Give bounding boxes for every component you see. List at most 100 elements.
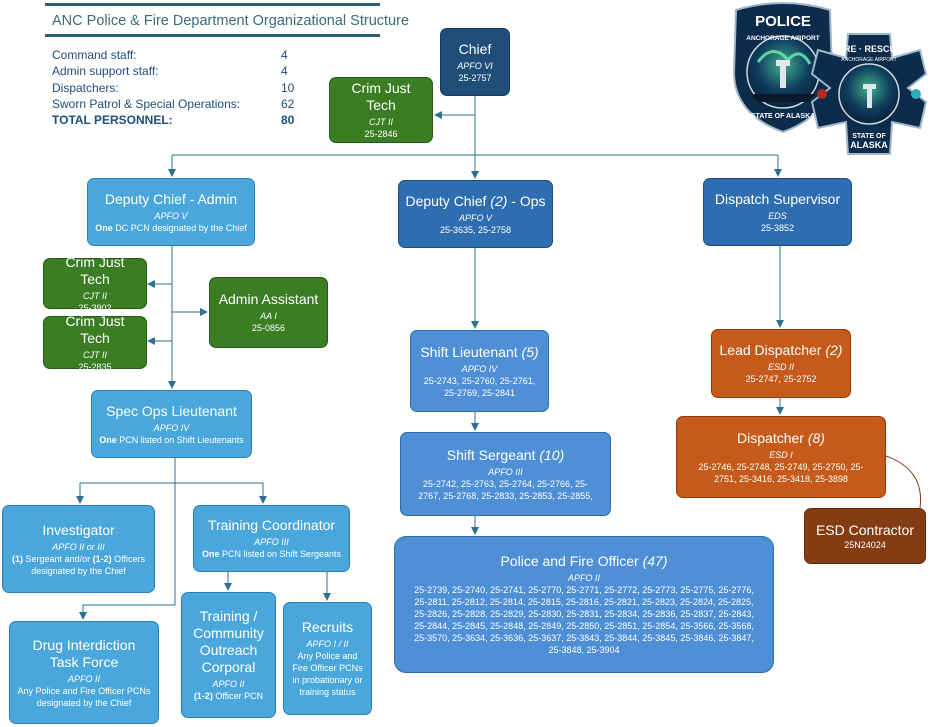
box-grade: APFO II: [67, 673, 100, 684]
box-title: Community: [193, 625, 264, 641]
box-grade: CJT II: [369, 117, 393, 127]
box-title: Crim Just Tech: [351, 80, 411, 113]
box-pcn: 25N24024: [844, 539, 886, 550]
box-pcn: 25-2747, 25-2752: [745, 374, 817, 384]
box-title: Recruits: [301, 619, 354, 635]
box-note: Any Police and Fire Officer PCNs: [17, 685, 151, 696]
note-text: DC PCN designated by the Chief: [112, 222, 247, 233]
stat-label: Command staff:: [52, 48, 137, 62]
box-title: Dispatcher (8): [737, 430, 825, 447]
box-pcn: 25-2757: [458, 72, 492, 83]
police-badge-logo: POLICE ANCHORAGE AIRPORT STATE OF ALASKA: [732, 2, 834, 134]
badge-text: STATE OF: [852, 133, 886, 140]
badge-text: FIRE · RESCUE: [836, 44, 902, 54]
box-title: Training Coordinator: [207, 517, 336, 533]
drug-interdiction-box[interactable]: Drug Interdiction Task Force APFO II Any…: [9, 621, 159, 724]
badge-text: POLICE: [755, 13, 811, 30]
box-pcn: 25-3902: [78, 302, 112, 313]
note-text: PCN listed on Shift Sergeants: [219, 549, 342, 559]
crim-just-tech-box[interactable]: Crim Just Tech CJT II 25-3902: [43, 254, 147, 313]
title-text: Lead Dispatcher: [719, 342, 826, 358]
box-note: (1) Sergeant and/or (1-2) Officers: [12, 553, 145, 565]
crim-just-tech-box[interactable]: Crim Just Tech CJT II 25-2835: [43, 312, 147, 372]
stat-value: 4: [281, 48, 288, 62]
title-text: Shift Sergeant: [446, 446, 540, 463]
stat-row: Dispatchers: 10: [52, 80, 297, 96]
box-title: Shift Lieutenant (5): [420, 344, 538, 361]
box-pcn: 25-2835: [78, 361, 112, 372]
box-title: Task Force: [49, 653, 119, 670]
box-grade: APFO V: [458, 212, 492, 223]
connector: [885, 455, 922, 509]
fire-rescue-badge-logo: FIRE · RESCUE ANCHORAGE AIRPORT STATE OF…: [810, 33, 928, 155]
box-pcn: 25-2826, 25-2828, 25-2829, 25-2830, 25-2…: [414, 609, 754, 619]
crim-just-tech-box[interactable]: Crim Just Tech CJT II 25-2846: [329, 77, 433, 143]
box-note: One PCN listed on Shift Lieutenants: [99, 434, 244, 446]
shift-sergeant-box[interactable]: Shift Sergeant (10) APFO III 25-2742, 25…: [400, 432, 611, 516]
box-title: Spec Ops Lieutenant: [106, 402, 237, 419]
dispatcher-box[interactable]: Dispatcher (8) ESD I 25-2746, 25-2748, 2…: [676, 416, 886, 498]
recruits-box[interactable]: Recruits APFO I / II Any Police and Fire…: [283, 602, 372, 715]
note-text: Officer PCN: [212, 691, 264, 701]
spec-ops-lieutenant-box[interactable]: Spec Ops Lieutenant APFO IV One PCN list…: [91, 390, 252, 458]
box-grade: ESD I: [769, 449, 793, 460]
box-pcn: 25-2844, 25-2845, 25-2848, 25-2849, 25-2…: [414, 621, 754, 631]
stat-row: Command staff: 4: [52, 47, 297, 63]
shift-lieutenant-box[interactable]: Shift Lieutenant (5) APFO IV 25-2743, 25…: [410, 330, 549, 412]
box-pcn: 25-2769, 25-2841: [443, 387, 516, 398]
training-corporal-box[interactable]: Training / Community Outreach Corporal A…: [181, 592, 276, 718]
box-title: Deputy Chief (2) - Ops: [405, 193, 545, 210]
lead-dispatcher-box[interactable]: Lead Dispatcher (2) ESD II 25-2747, 25-2…: [711, 329, 851, 398]
box-title: Crim Just Tech: [65, 312, 125, 346]
box-grade: APFO II: [212, 679, 245, 689]
header-bottom-rule: [45, 34, 380, 37]
box-pcn: 25-3635, 25-2758: [439, 224, 512, 235]
stat-value: 10: [281, 80, 295, 95]
dispatch-supervisor-box[interactable]: Dispatch Supervisor EDS 25-3852: [703, 178, 852, 246]
box-pcn: 2751, 25-3416, 25-3418, 25-3898: [713, 473, 849, 484]
esd-contractor-box[interactable]: ESD Contractor 25N24024: [804, 508, 926, 564]
box-grade: EDS: [768, 210, 787, 221]
box-note: in probationary or: [292, 675, 363, 685]
box-title: Investigator: [42, 521, 115, 538]
deputy-chief-admin-box[interactable]: Deputy Chief - Admin APFO V One DC PCN d…: [87, 178, 255, 246]
stat-row: Sworn Patrol & Special Operations:62: [52, 96, 297, 112]
note-bold: (1): [12, 553, 24, 564]
box-note: One DC PCN designated by the Chief: [95, 222, 247, 234]
title-end: - Ops: [507, 192, 546, 209]
box-pcn: 25-2746, 25-2748, 25-2749, 25-2750, 25-: [698, 461, 864, 472]
box-grade: APFO II or III: [52, 541, 105, 552]
note-bold: One: [201, 549, 220, 559]
page-title: ANC Police & Fire Department Organizatio…: [52, 13, 410, 29]
badge-text: ALASKA: [850, 140, 888, 150]
box-pcn: 25-2743, 25-2760, 25-2761,: [423, 375, 536, 386]
box-grade: CJT II: [83, 349, 107, 360]
box-note: designated by the Chief: [31, 565, 126, 576]
badge-text: ANCHORAGE AIRPORT: [746, 35, 819, 42]
box-pcn: 25-2739, 25-2740, 25-2741, 25-2770, 25-2…: [414, 585, 754, 595]
box-title: Lead Dispatcher (2): [720, 342, 843, 359]
box-grade: APFO V: [154, 210, 188, 221]
title-count: (47): [642, 553, 668, 569]
title-count: (2): [825, 342, 843, 358]
header-top-rule: [45, 3, 380, 6]
training-coordinator-box[interactable]: Training Coordinator APFO III One PCN li…: [193, 505, 350, 572]
chief-box[interactable]: Chief APFO VI 25-2757: [440, 28, 510, 96]
deputy-chief-ops-box[interactable]: Deputy Chief (2) - Ops APFO V 25-3635, 2…: [398, 180, 553, 248]
police-fire-officer-box[interactable]: Police and Fire Officer (47) APFO II 25-…: [394, 536, 774, 673]
box-note: One PCN listed on Shift Sergeants: [202, 548, 341, 560]
box-grade: APFO I / II: [306, 639, 349, 649]
stat-value: 80: [281, 113, 295, 128]
investigator-box[interactable]: Investigator APFO II or III (1) Sergeant…: [2, 505, 155, 593]
box-note: training status: [299, 687, 356, 697]
box-note: Any Police and: [297, 651, 358, 661]
box-title: Shift Sergeant (10): [447, 447, 565, 464]
box-note: (1-2) Officer PCN: [194, 690, 263, 702]
stat-label: Dispatchers:: [52, 80, 119, 95]
box-grade: AA I: [260, 311, 277, 321]
box-title: Chief: [458, 40, 492, 57]
admin-assistant-box[interactable]: Admin Assistant AA I 25-0856: [209, 277, 328, 348]
box-note: designated by the Chief: [36, 697, 132, 708]
stat-row-total: TOTAL PERSONNEL:80: [52, 112, 297, 128]
